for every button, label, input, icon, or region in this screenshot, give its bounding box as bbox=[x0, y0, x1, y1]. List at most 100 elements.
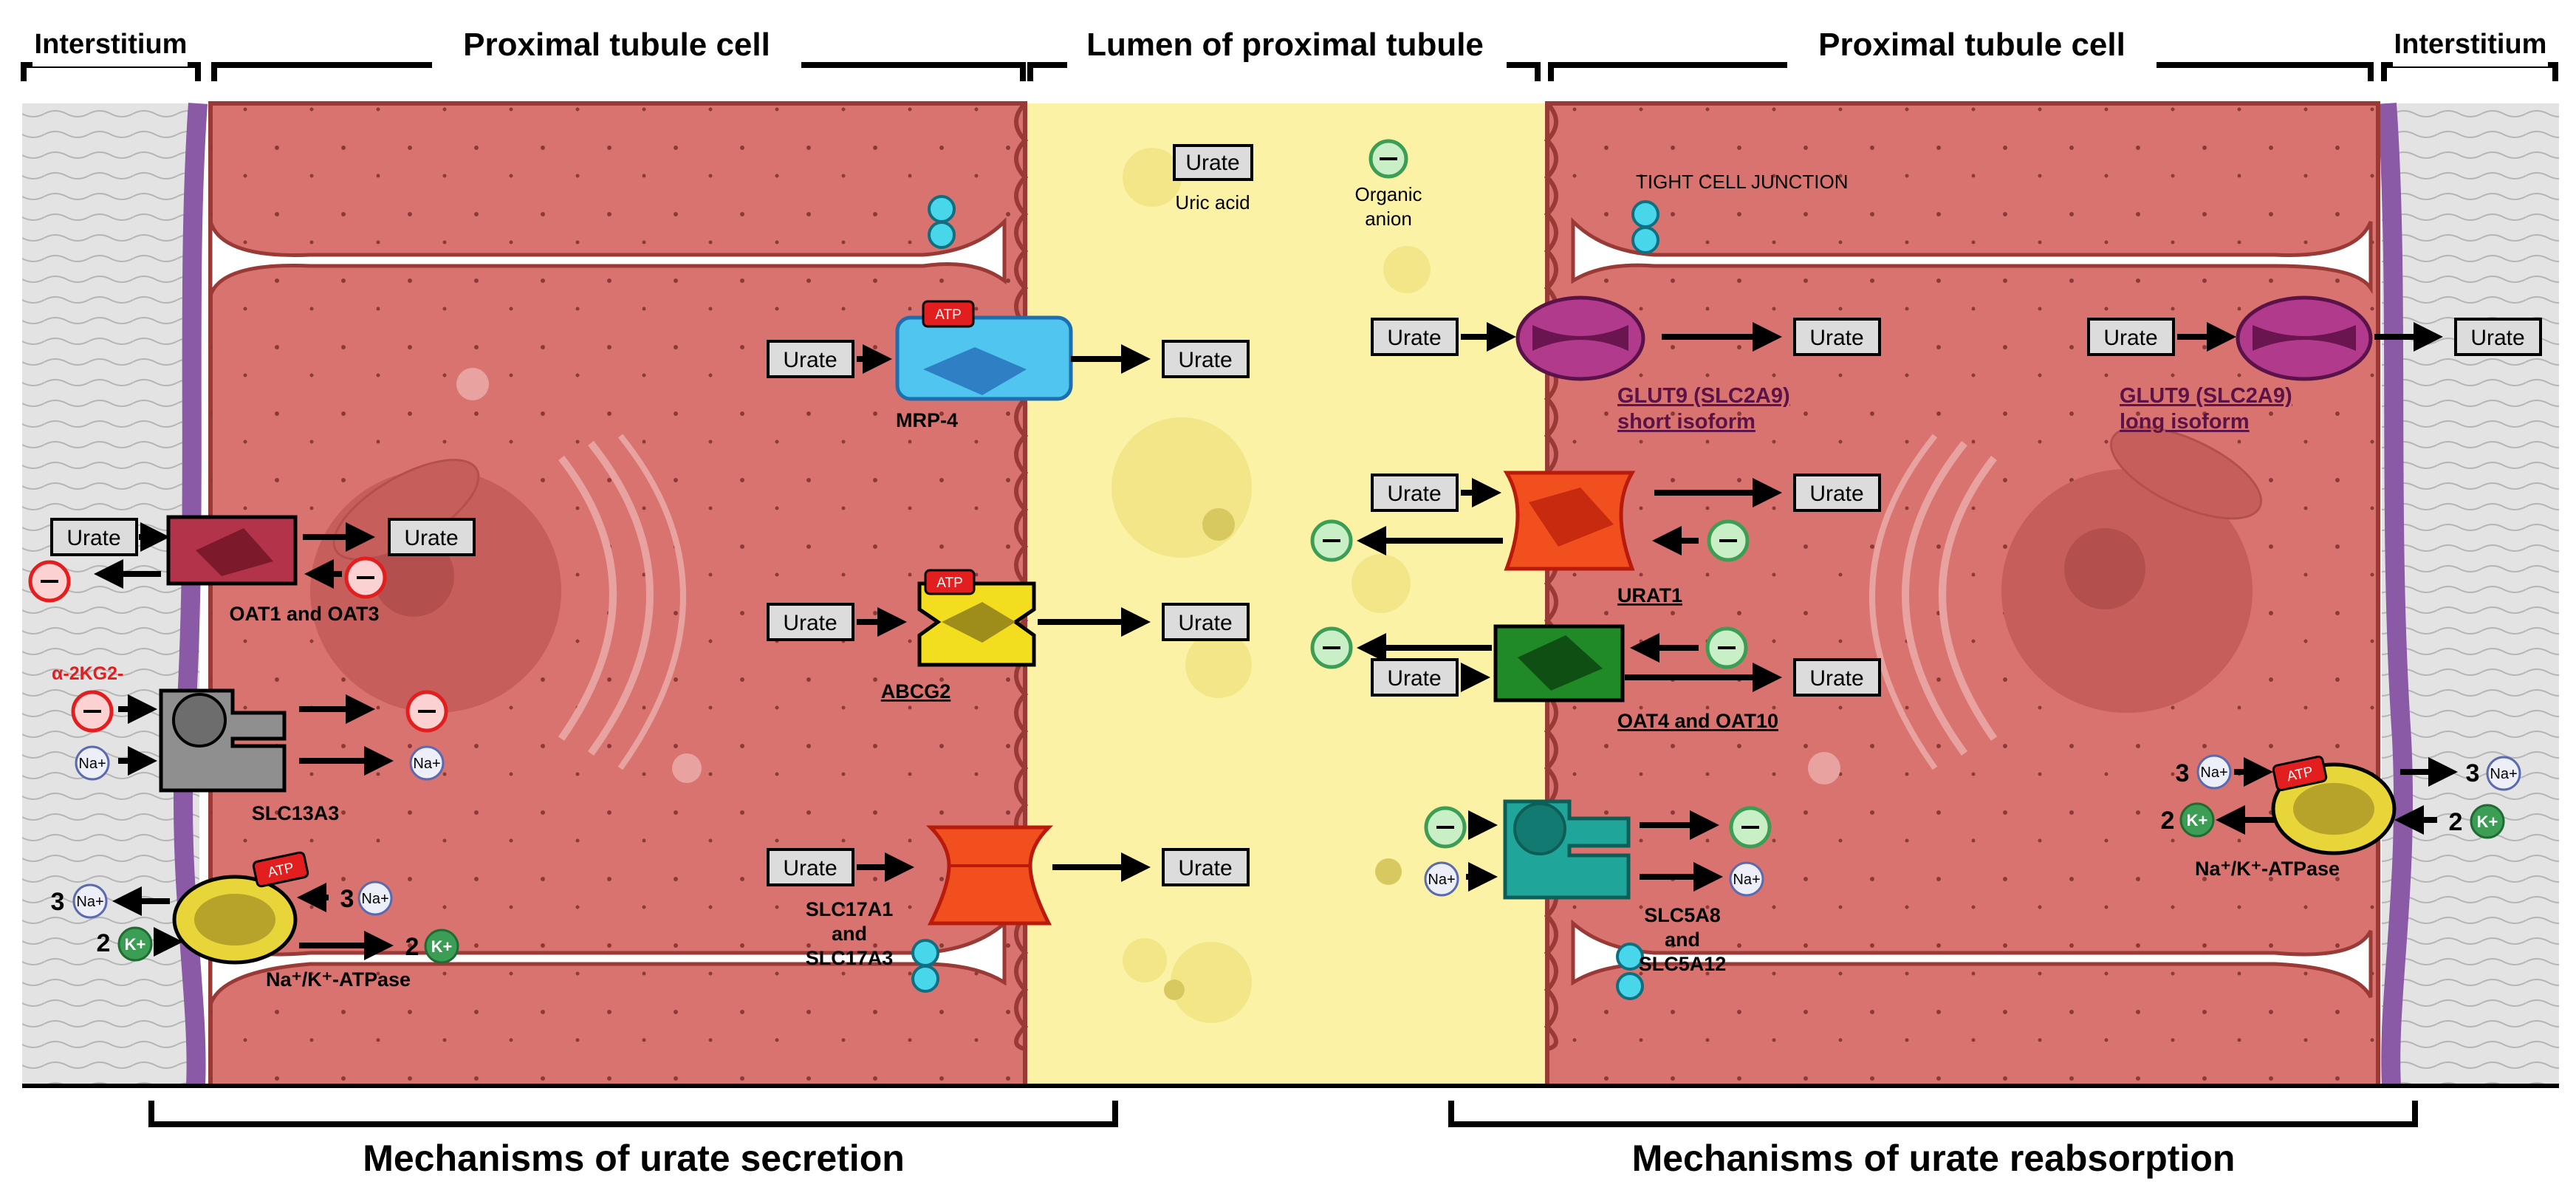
footer-reabsorption: Mechanisms of urate reabsorption bbox=[1632, 1138, 2236, 1179]
slc5a8-anion-cell bbox=[1729, 806, 1772, 849]
oat4-anion-lumen bbox=[1310, 626, 1353, 669]
svg-text:Urate: Urate bbox=[1178, 856, 1232, 880]
svg-text:K+: K+ bbox=[431, 937, 453, 956]
right-pump-k-cell: K+ bbox=[2179, 802, 2215, 838]
mrp4-urate-out: Urate bbox=[1162, 340, 1250, 378]
interstitium-right-fibers bbox=[2382, 103, 2559, 1086]
legend-organic-anion: Organic anion bbox=[1354, 139, 1422, 230]
left-pump-na-in: Na+ bbox=[357, 880, 393, 916]
tight-junction-left-bottom bbox=[911, 939, 939, 993]
svg-text:Na+: Na+ bbox=[1428, 872, 1455, 888]
tight-junction-right-bottom bbox=[1616, 943, 1644, 1000]
atp-badge-right-pump: ATP bbox=[2272, 755, 2328, 792]
svg-text:Urate: Urate bbox=[404, 526, 458, 550]
svg-text:Urate: Urate bbox=[783, 611, 837, 635]
oat1-oat3-transporter bbox=[166, 515, 298, 586]
oat4-urate-out: Urate bbox=[1793, 658, 1881, 697]
svg-text:Urate: Urate bbox=[2470, 326, 2524, 350]
slc5a8-na-lumen: Na+ bbox=[1424, 861, 1459, 897]
svg-text:Na+: Na+ bbox=[2490, 766, 2517, 782]
svg-text:Urate: Urate bbox=[1809, 666, 1863, 691]
svg-text:Urate: Urate bbox=[1809, 326, 1863, 350]
count-right-pump-k-in: 2 bbox=[2449, 808, 2463, 836]
label-slc5a8-line2: and bbox=[1665, 929, 1700, 951]
atp-badge-left-pump: ATP bbox=[252, 851, 309, 888]
left-cell bbox=[208, 101, 1029, 1088]
label-glut9-long-line2: long isoform bbox=[2120, 410, 2250, 434]
label-slc5a8-line3: SLC5A12 bbox=[1639, 953, 1727, 975]
svg-text:Urate: Urate bbox=[1178, 611, 1232, 635]
glut9-long-transporter bbox=[2236, 295, 2373, 381]
svg-text:Na+: Na+ bbox=[361, 891, 388, 907]
left-pump-k-in: K+ bbox=[117, 926, 153, 962]
header-proximal-cell-right: Proximal tubule cell bbox=[1818, 27, 2125, 63]
urat1-urate-out: Urate bbox=[1793, 473, 1881, 512]
slc5a8-anion-lumen bbox=[1424, 806, 1467, 849]
svg-text:K+: K+ bbox=[2477, 813, 2498, 831]
svg-text:Na+: Na+ bbox=[1733, 872, 1760, 888]
oat1-anion-cell bbox=[344, 556, 387, 599]
oat4-urate-in: Urate bbox=[1371, 658, 1459, 697]
abcg2-urate-in: Urate bbox=[767, 603, 854, 641]
left-pump-na-out: Na+ bbox=[72, 883, 108, 919]
footer-bracket-reabsorption bbox=[1448, 1101, 2418, 1127]
header-proximal-cell-left: Proximal tubule cell bbox=[463, 27, 770, 63]
glut9-short-transporter bbox=[1515, 295, 1645, 381]
svg-text:Urate: Urate bbox=[1387, 326, 1441, 350]
legend-urate: Urate Uric acid bbox=[1173, 144, 1253, 213]
basement-membrane-right bbox=[2377, 103, 2414, 1087]
abcg2-urate-out: Urate bbox=[1162, 603, 1250, 641]
label-slc17a1-line3: SLC17A3 bbox=[806, 947, 894, 969]
label-slc17a1-line2: and bbox=[832, 923, 867, 945]
urat1-urate-in: Urate bbox=[1371, 473, 1459, 512]
slc17a1-urate-in: Urate bbox=[767, 848, 854, 886]
oat1-urate-in: Urate bbox=[50, 518, 138, 556]
legend-uric-acid-caption: Uric acid bbox=[1175, 191, 1250, 213]
oat1-anion-interstitial bbox=[28, 560, 71, 603]
svg-text:Na+: Na+ bbox=[2200, 765, 2227, 781]
tight-junction-left-top bbox=[928, 195, 956, 249]
right-pump-na-out: Na+ bbox=[2486, 756, 2521, 791]
urat1-anion-lumen bbox=[1310, 519, 1353, 562]
header-interstitium-right: Interstitium bbox=[2394, 29, 2547, 60]
glut9-short-urate-out: Urate bbox=[1793, 318, 1881, 356]
svg-text:Urate: Urate bbox=[1809, 482, 1863, 506]
header-interstitium-left: Interstitium bbox=[35, 29, 188, 60]
count-right-pump-k-out: 2 bbox=[2161, 807, 2175, 835]
right-pump-k-interstitial: K+ bbox=[2470, 804, 2505, 839]
tight-junction-right-top bbox=[1631, 200, 1659, 254]
urat1-transporter bbox=[1503, 471, 1636, 571]
count-left-pump-k-in: 2 bbox=[97, 929, 111, 957]
count-left-pump-na-out: 3 bbox=[51, 888, 65, 916]
label-glut9-short-line1: GLUT9 (SLC2A9) bbox=[1617, 384, 1790, 408]
svg-text:Na+: Na+ bbox=[78, 756, 106, 772]
mrp4-transporter bbox=[895, 315, 1073, 401]
label-mrp4: MRP-4 bbox=[896, 409, 958, 431]
oat4-transporter bbox=[1493, 624, 1625, 702]
label-slc5a8-line1: SLC5A8 bbox=[1644, 904, 1721, 926]
footer-bracket-secretion bbox=[148, 1101, 1118, 1127]
svg-text:ATP: ATP bbox=[935, 307, 962, 323]
lumen-dots bbox=[1164, 508, 1402, 1000]
svg-text:K+: K+ bbox=[125, 935, 146, 954]
mrp4-urate-in: Urate bbox=[767, 340, 854, 378]
slc5a8-transporter bbox=[1503, 799, 1631, 900]
urat1-anion-cell bbox=[1707, 519, 1750, 562]
label-oat1-oat3: OAT1 and OAT3 bbox=[229, 603, 379, 625]
svg-text:Urate: Urate bbox=[2103, 326, 2157, 350]
label-abcg2: ABCG2 bbox=[881, 680, 951, 702]
slc13a3-na-cell: Na+ bbox=[409, 745, 445, 781]
svg-text:Urate: Urate bbox=[66, 526, 120, 550]
na-k-atpase-left bbox=[172, 875, 298, 965]
header-label-bg-lumen bbox=[1067, 26, 1507, 70]
header-label-bg-inter-left bbox=[32, 26, 188, 66]
svg-text:ATP: ATP bbox=[936, 575, 963, 591]
label-na-k-atpase-right: Na⁺/K⁺-ATPase bbox=[2195, 858, 2340, 880]
basement-membrane-left bbox=[173, 103, 208, 1087]
atp-badge-mrp4: ATP bbox=[922, 300, 975, 328]
svg-text:Urate: Urate bbox=[783, 856, 837, 880]
slc5a8-na-cell: Na+ bbox=[1729, 861, 1764, 897]
oat1-urate-out: Urate bbox=[388, 518, 476, 556]
slc13a3-na-in: Na+ bbox=[75, 745, 110, 781]
